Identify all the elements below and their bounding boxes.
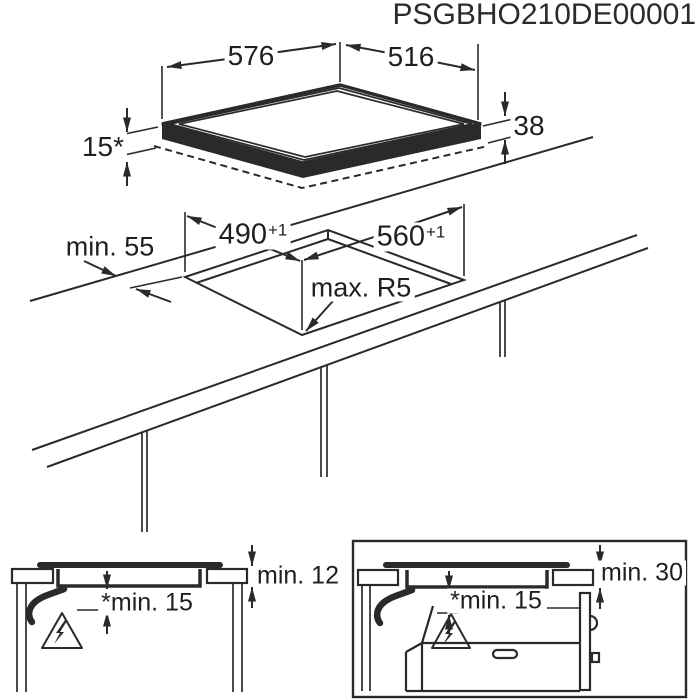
worktop-block-left [10,567,55,585]
part-number: PSGBHO210DE00001 [392,0,696,31]
worktop-isometric [29,136,649,532]
worktop-block-left [356,568,400,587]
dim-15-label: 15* [78,133,128,161]
cabinet-walls [361,585,371,691]
max-r5-label: max. R5 [307,274,415,302]
min-55-label: min. 55 [62,233,158,261]
min-30-label: min. 30 [598,560,686,586]
oven-vent-slot [491,648,519,660]
detail-box-border [351,539,688,699]
worktop-block-right [551,568,595,587]
worktop-legs [141,300,506,532]
oven-knob [590,651,601,664]
oven-side-panel [578,591,592,692]
dim-490-value: 490 [218,218,267,251]
section-detail-right [351,539,688,699]
hob-bottom-dashed-outline [153,145,489,190]
min-12-label: min. 12 [254,563,342,589]
dim-576-label: 576 [224,42,278,70]
dim-516-label: 516 [384,43,438,71]
dim-560-label: 560+1 [373,220,449,253]
cutout-dimension-lines [83,204,465,332]
dim-560-value: 560 [376,220,425,253]
worktop-front-edge-top [31,234,638,451]
dim-38-label: 38 [510,112,548,140]
cabinet-walls [16,583,243,692]
min-15-right-label: *min. 15 [447,588,545,614]
dim-560-tolerance: +1 [426,222,446,242]
dim-490-tolerance: +1 [268,220,288,240]
hob-body-profile [56,569,202,588]
oven-hinge-bump [589,614,599,632]
hob-body-side [162,124,481,178]
mains-cable [25,585,68,626]
min-15-left-label: *min. 15 [98,590,196,616]
hob-glass-profile [37,562,223,568]
worktop-block-right [205,567,249,585]
hob-glass-surface [178,90,465,158]
mains-cable [373,586,416,627]
hob-body-profile [405,570,549,589]
dim-490-label: 490+1 [215,218,291,251]
worktop-back-edge [29,136,594,302]
electrical-hazard-icon [41,612,83,649]
section-detail-left [10,545,256,692]
built-in-oven [404,591,601,693]
hob-isometric [153,83,489,190]
hob-glass-profile [383,562,570,568]
